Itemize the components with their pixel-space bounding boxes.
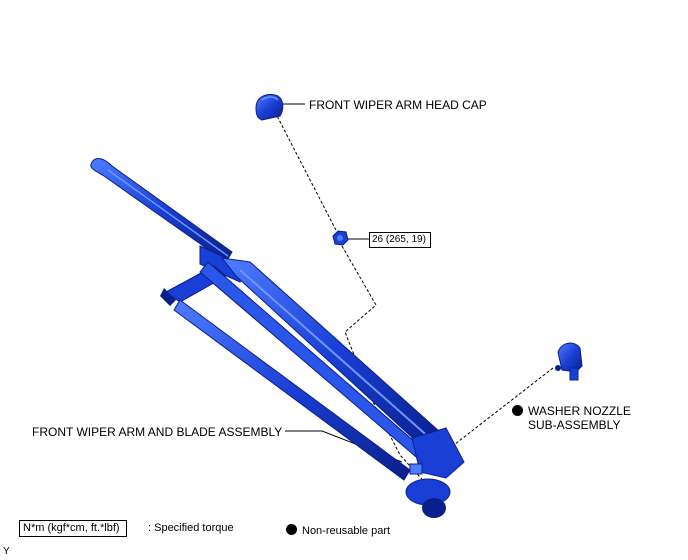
- arm-blade-label: FRONT WIPER ARM AND BLADE ASSEMBLY: [32, 425, 283, 439]
- washer-nozzle-label-line2: SUB-ASSEMBLY: [528, 418, 621, 432]
- torque-legend-units: N*m (kgf*cm, ft.*lbf): [23, 522, 120, 534]
- nozzle-dashed-line: [449, 367, 554, 449]
- wiper-blade: [90, 158, 233, 263]
- blade-frame: [160, 245, 431, 481]
- torque-legend-box: N*m (kgf*cm, ft.*lbf): [19, 520, 127, 537]
- non-reusable-legend-dot-icon: [286, 524, 297, 535]
- wiper-arm-head-cap: [255, 94, 284, 121]
- head-cap-label: FRONT WIPER ARM HEAD CAP: [309, 98, 487, 112]
- wiper-arm-pivot-head: [405, 427, 465, 518]
- wiper-arm-nut: [332, 230, 349, 246]
- corner-mark: Y: [3, 546, 10, 557]
- cap-to-nut-dashed-line: [274, 111, 341, 239]
- washer-nozzle-label-line1: WASHER NOZZLE: [528, 404, 631, 418]
- torque-value: 26 (265, 19): [372, 234, 426, 245]
- washer-nozzle: [555, 342, 583, 381]
- washer-nozzle-label: WASHER NOZZLE SUB-ASSEMBLY: [512, 404, 631, 432]
- non-reusable-dot-icon: [512, 405, 523, 416]
- non-reusable-legend-text: Non-reusable part: [302, 525, 391, 537]
- non-reusable-legend: Non-reusable part: [286, 524, 390, 538]
- torque-legend-desc: : Specified torque: [148, 522, 234, 534]
- torque-value-box: 26 (265, 19): [369, 232, 431, 248]
